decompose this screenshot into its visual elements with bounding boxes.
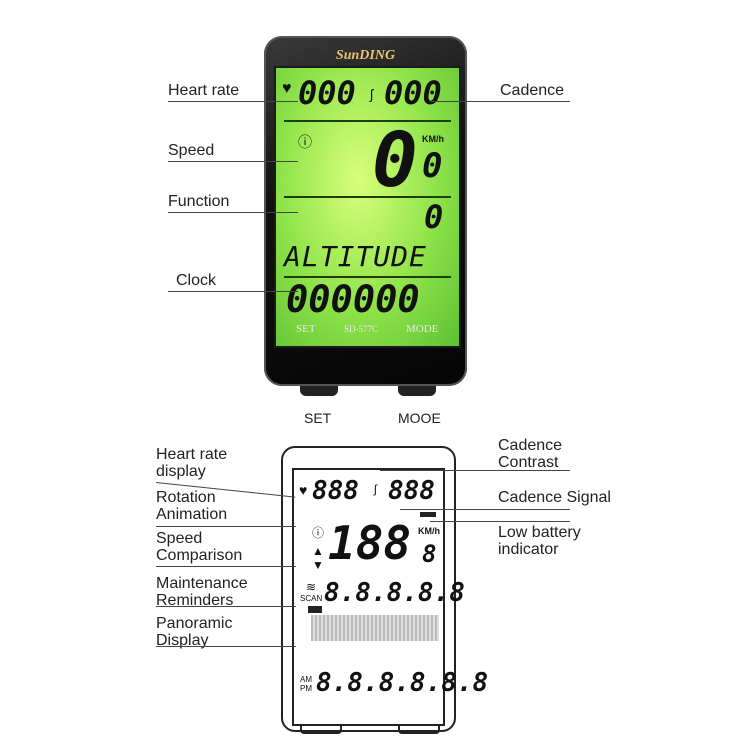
label-heart-rate: Heart rate	[168, 82, 240, 99]
divider	[284, 276, 451, 278]
function-label: ALTITUDE	[284, 240, 427, 273]
brand-logo: SunDING	[335, 48, 396, 63]
label-mode: MOOE	[398, 410, 441, 426]
mode-button[interactable]	[398, 386, 436, 396]
heart-rate-value: 000	[298, 74, 356, 112]
speed-unit: KM/h	[418, 526, 440, 536]
lcd-outline: ♥ 888 ʃ 888 ⓘ ▲▼ 188 KM/h 8 ≋ SCAN 8.8.8…	[292, 468, 488, 726]
leader-line	[156, 606, 296, 607]
wrench-icon: ≋	[306, 580, 317, 594]
rotation-icon: ⓘ	[312, 526, 325, 540]
heart-icon: ♥	[299, 482, 308, 498]
battery-icon	[420, 512, 436, 517]
mode-button-label: MODE	[406, 323, 439, 335]
signal-bars-icon	[308, 606, 322, 613]
device-foot	[398, 726, 440, 734]
scan-label: SCAN	[300, 594, 323, 603]
label-speed: Speed	[168, 142, 215, 159]
model-label: SD-577C	[344, 324, 379, 334]
leader-line	[168, 212, 298, 213]
leader-line	[400, 509, 570, 510]
bike-computer-photo: SunDING ♥ 000 ʃ 000 ⓘ 0 KM/h 0 0 ALTITUD…	[264, 36, 467, 386]
label-cadence-signal: Cadence Signal	[498, 489, 611, 506]
speed-digits: 188	[328, 516, 412, 570]
cadence-signal-icon: ʃ	[374, 482, 377, 496]
panoramic-display-bar	[311, 615, 439, 641]
label-cadence: Cadence	[500, 82, 565, 99]
leader-line	[380, 470, 570, 471]
clock-value: 000000	[286, 278, 420, 321]
bike-computer-diagram: ♥ 888 ʃ 888 ⓘ ▲▼ 188 KM/h 8 ≋ SCAN 8.8.8…	[281, 446, 488, 732]
cadence-digits: 888	[388, 476, 435, 506]
function-value: 0	[424, 198, 444, 236]
clock-digits: 8.8.8.8.8.8	[316, 668, 489, 698]
pm-label: PM	[300, 684, 312, 693]
leader-line	[430, 101, 570, 102]
divider	[284, 196, 451, 198]
label-function: Function	[168, 193, 230, 210]
lcd-screen: ♥ 000 ʃ 000 ⓘ 0 KM/h 0 0 ALTITUDE 000000	[274, 66, 461, 348]
set-button-label: SET	[296, 323, 316, 335]
leader-line	[168, 291, 298, 292]
rotation-icon: ⓘ	[298, 134, 312, 150]
leader-line	[168, 101, 298, 102]
label-set: SET	[304, 410, 332, 426]
heart-icon: ♥	[282, 80, 292, 97]
speed-value: 0	[372, 115, 418, 204]
speed-unit: KM/h	[422, 134, 444, 144]
leader-line	[156, 566, 296, 567]
speed-small-digit: 8	[422, 540, 437, 568]
leader-line	[168, 161, 298, 162]
device-foot	[300, 726, 342, 734]
leader-line	[156, 646, 296, 647]
cadence-value: 000	[384, 74, 442, 112]
heart-digits: 888	[312, 476, 359, 506]
function-digits: 8.8.8.8.8	[324, 578, 465, 608]
set-button[interactable]	[300, 386, 338, 396]
leader-line	[156, 526, 296, 527]
leader-line	[430, 521, 570, 522]
divider	[284, 120, 451, 122]
cadence-signal-icon: ʃ	[370, 86, 374, 102]
speed-decimal: 0	[422, 146, 443, 186]
label-clock: Clock	[176, 272, 217, 289]
speed-compare-icon: ▲▼	[312, 544, 324, 572]
am-label: AM	[300, 675, 312, 684]
